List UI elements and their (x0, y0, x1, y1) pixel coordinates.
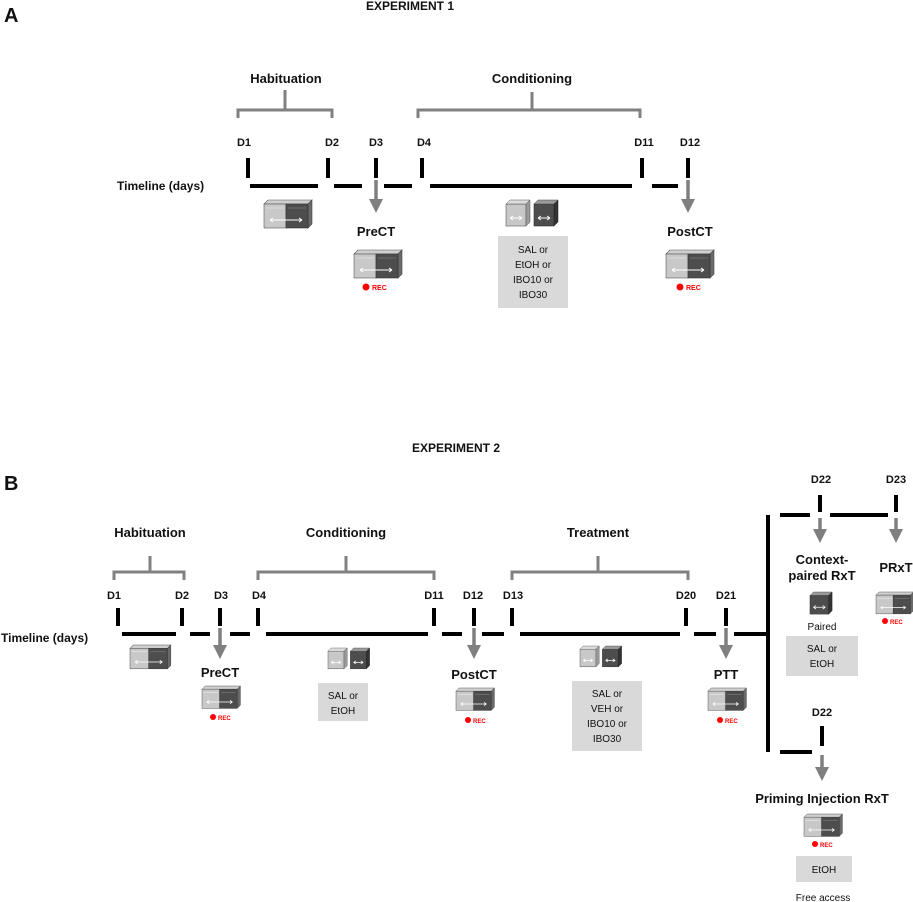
prxt-label: PRxT (879, 560, 912, 575)
free-access-label: Free access (796, 893, 850, 902)
rec-label: REC (473, 719, 486, 725)
rec-label: REC (890, 620, 903, 626)
day-label: D13 (503, 590, 523, 602)
apparatus-single-icon (809, 591, 833, 615)
day-label: D1 (107, 590, 121, 602)
ptt-label: PTT (714, 667, 739, 682)
panel-a-letter: A (4, 5, 18, 27)
apparatus-split-icon (327, 647, 370, 670)
day-label: D4 (252, 590, 267, 602)
panel-a-title: EXPERIMENT 1 (366, 0, 454, 13)
apparatus-icon (665, 249, 715, 279)
treatment-box (498, 236, 568, 308)
priming-box-line: EtOH (812, 865, 836, 876)
postct-label: PostCT (667, 224, 713, 239)
rec-label: REC (725, 719, 738, 725)
day-label: D2 (175, 590, 189, 602)
prect-label: PreCT (201, 665, 239, 680)
timeline-label: Timeline (days) (117, 179, 204, 193)
day-label: D4 (417, 137, 432, 149)
habituation-bracket (112, 556, 186, 580)
rec-dot-icon (812, 841, 818, 847)
rec-dot-icon (882, 618, 888, 624)
conditioning-box-line: SAL or (328, 691, 359, 702)
apparatus-icon (263, 199, 313, 229)
day-label: D21 (716, 590, 736, 602)
panel-b: B EXPERIMENT 2 Habituation Conditioning … (1, 441, 913, 902)
conditioning-bracket (416, 92, 642, 118)
rec-dot-icon (676, 283, 684, 291)
conditioning-label: Conditioning (492, 71, 572, 86)
apparatus-icon (875, 591, 913, 615)
day-label: D22 (812, 707, 832, 719)
treatment-box (572, 681, 642, 751)
treatment-box-line: SAL or (592, 689, 623, 700)
rec-dot-icon (362, 283, 370, 291)
priming-box (796, 856, 852, 882)
context-box-line: SAL or (807, 644, 838, 655)
rec-label: REC (820, 843, 833, 849)
day-label: D11 (424, 590, 444, 602)
apparatus-icon (129, 644, 172, 670)
habituation-label: Habituation (250, 71, 322, 86)
treatment-box-line: IBO10 or (513, 275, 554, 286)
day-label: D2 (325, 137, 339, 149)
day-label: D3 (214, 590, 228, 602)
day-label: D23 (886, 474, 906, 486)
context-rxt-label: Context- (796, 552, 849, 567)
rec-label: REC (372, 285, 387, 292)
apparatus-icon (455, 687, 495, 711)
treatment-box-line: EtOH or (515, 260, 552, 271)
habituation-label: Habituation (114, 525, 186, 540)
context-box-line: EtOH (810, 659, 834, 670)
context-box (786, 636, 858, 676)
habituation-bracket (236, 90, 334, 118)
apparatus-icon (707, 687, 747, 711)
test-arrows (213, 518, 903, 781)
rec-badges: REC REC REC REC REC (210, 618, 903, 849)
conditioning-label: Conditioning (306, 525, 386, 540)
day-label: D22 (811, 474, 831, 486)
day-label: D12 (680, 137, 700, 149)
panel-a: A EXPERIMENT 1 Habituation Conditioning … (4, 0, 715, 308)
timeline-label: Timeline (days) (1, 631, 88, 645)
day-label: D12 (463, 590, 483, 602)
day-label: D1 (237, 137, 251, 149)
treatment-box-line: IBO30 (519, 290, 548, 301)
rec-dot-icon (717, 717, 723, 723)
treatment-box-line: IBO10 or (587, 719, 628, 730)
context-rxt-label: paired RxT (788, 568, 855, 583)
day-label: D20 (676, 590, 696, 602)
rec-label: REC (218, 716, 231, 722)
timeline (116, 495, 898, 754)
paired-label: Paired (808, 622, 837, 633)
treatment-box-line: IBO30 (593, 734, 622, 745)
panel-b-title: EXPERIMENT 2 (412, 441, 500, 455)
treatment-box-line: VEH or (591, 704, 624, 715)
panel-b-letter: B (4, 473, 18, 495)
day-label: D3 (369, 137, 383, 149)
conditioning-bracket (256, 556, 436, 580)
rec-dot-icon (465, 717, 471, 723)
conditioning-box-line: EtOH (331, 706, 355, 717)
treatment-label: Treatment (567, 525, 630, 540)
apparatus-split-icon (505, 199, 559, 227)
apparatus-icon (201, 685, 241, 709)
timeline (246, 158, 690, 188)
rec-dot-icon (210, 714, 216, 720)
prect-label: PreCT (357, 224, 395, 239)
conditioning-box (318, 683, 368, 721)
apparatus-icon (803, 813, 843, 837)
priming-rxt-label: Priming Injection RxT (755, 791, 889, 806)
rec-label: REC (686, 285, 701, 292)
treatment-bracket (510, 556, 690, 580)
apparatus-split-icon (579, 645, 622, 668)
postct-label: PostCT (451, 667, 497, 682)
day-label: D11 (634, 137, 654, 149)
treatment-box-line: SAL or (518, 245, 549, 256)
apparatus-icon (353, 249, 403, 279)
